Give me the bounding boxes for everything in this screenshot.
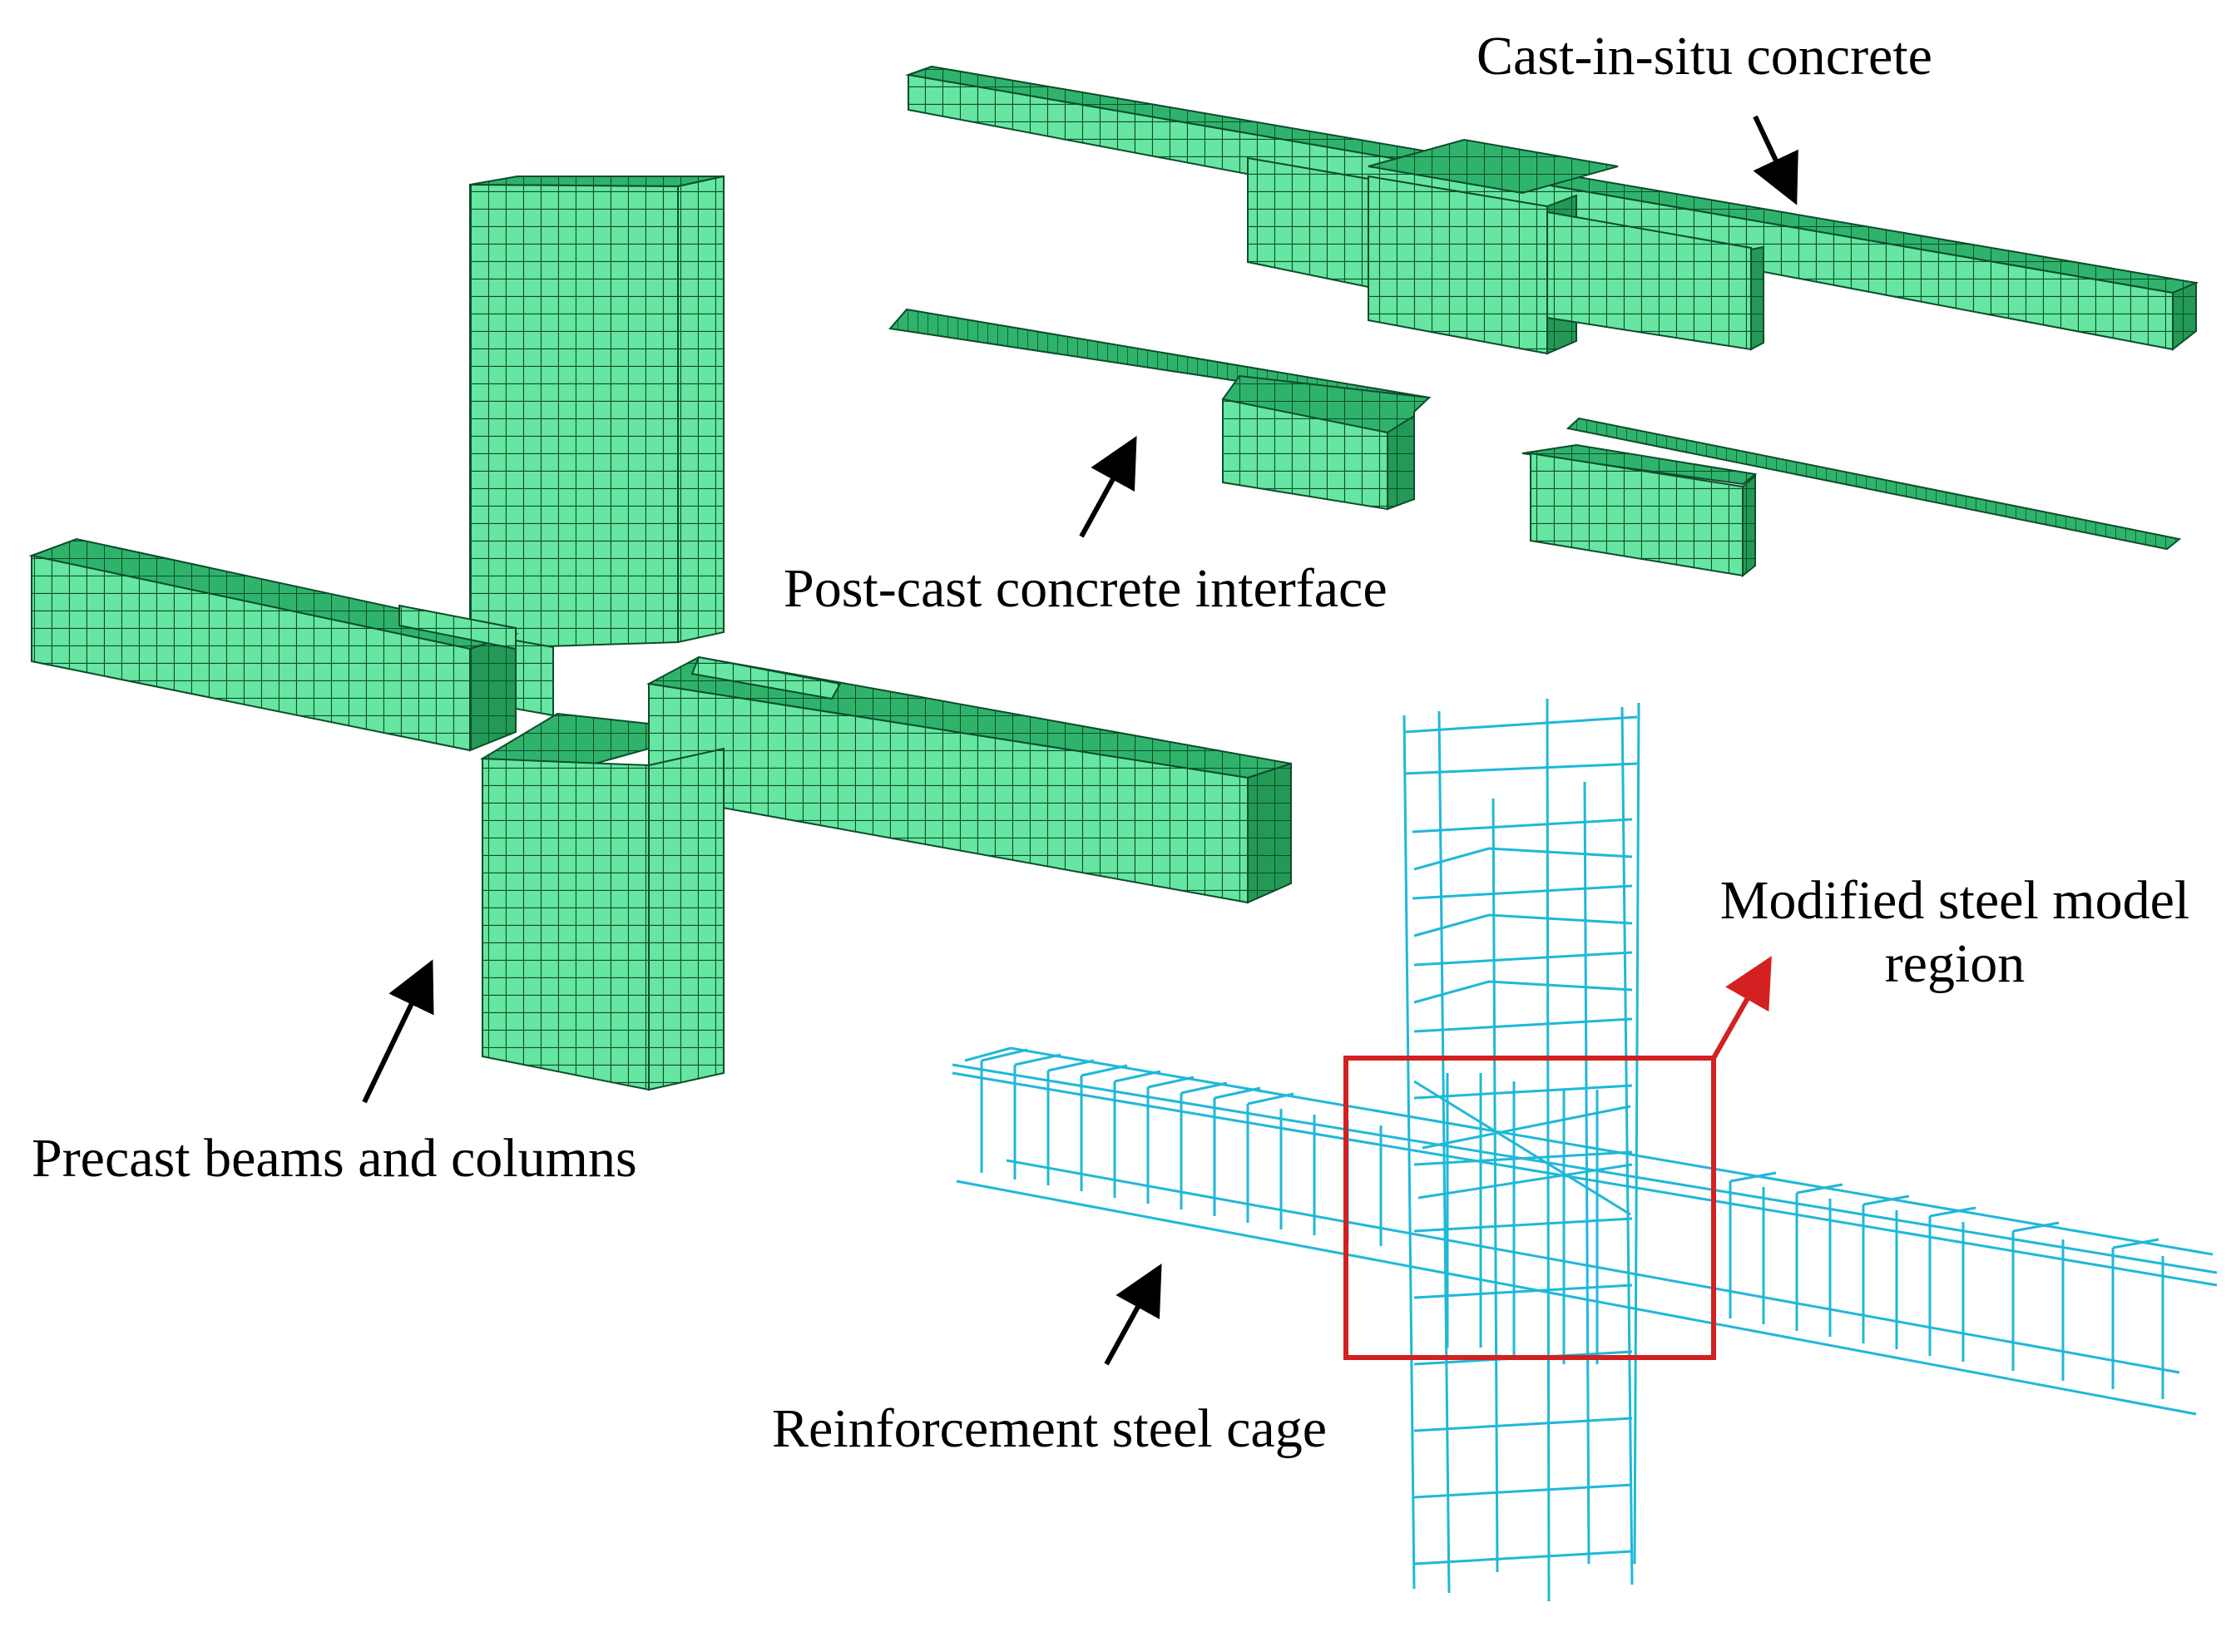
post-cast-arrow	[1079, 435, 1137, 538]
cast-in-situ-concrete-part	[905, 65, 2199, 355]
modified-steel-label-line2: region	[1884, 932, 2026, 994]
precast-arrow	[362, 959, 434, 1104]
rebar-cage-label: Reinforcement steel cage	[772, 1398, 1327, 1459]
rebar-cage-arrow	[1104, 1263, 1162, 1366]
modified-steel-region-box	[1343, 1056, 1716, 1360]
modified-steel-label: Modified steel model region	[1697, 869, 2213, 996]
cast-in-situ-label: Cast-in-situ concrete	[1477, 26, 1932, 87]
cast-in-situ-arrow	[1753, 115, 1798, 205]
reinforcement-steel-cage	[952, 698, 2218, 1602]
precast-beams-columns-part	[28, 175, 1292, 1091]
post-cast-label: Post-cast concrete interface	[784, 558, 1388, 619]
cast-in-situ-core-front	[1368, 175, 1548, 355]
precast-label: Precast beams and columns	[32, 1128, 637, 1189]
modified-steel-label-line1: Modified steel model	[1719, 870, 2190, 931]
cast-in-situ-core-top	[1368, 138, 1619, 195]
post-cast-interface-right	[1521, 417, 2182, 578]
post-cast-interface-left	[888, 308, 1432, 511]
modified-steel-region-arrow	[1711, 956, 1772, 1060]
upper-column-front	[469, 183, 679, 650]
lower-column-front	[482, 757, 650, 1091]
